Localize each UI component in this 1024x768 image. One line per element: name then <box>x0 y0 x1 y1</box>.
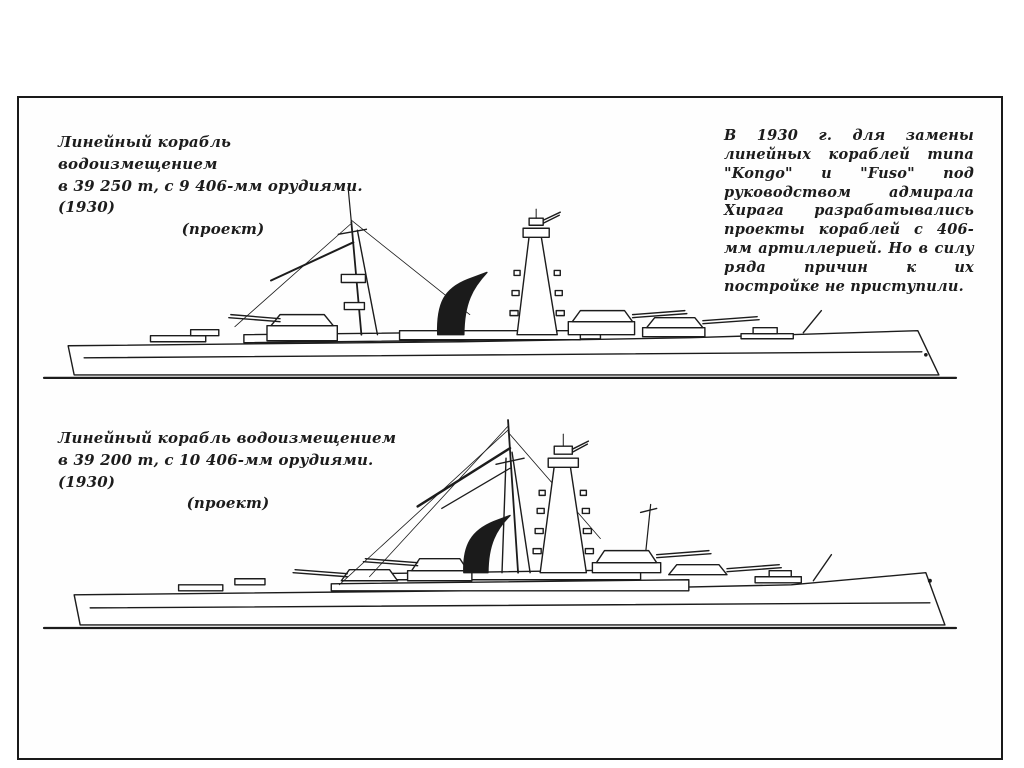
hawse-mark <box>927 578 932 583</box>
caption-ship2-line3: (проект) <box>186 494 270 513</box>
tower-bridge <box>532 433 595 574</box>
caption-ship1-line2: в 39 250 т, с 9 406-мм орудиями. (1930) <box>58 176 363 217</box>
bow-crane <box>812 553 833 582</box>
fore-turret-a <box>668 563 782 576</box>
deckhouse-aft2 <box>189 328 220 337</box>
caption-ship1-line1: Линейный корабль водоизмещением <box>58 133 232 173</box>
deckhouse-bow2 <box>752 326 778 335</box>
bow-crane <box>802 309 823 334</box>
deckhouse-aft2 <box>234 578 266 586</box>
aft-turret-d <box>362 557 473 582</box>
hawse-mark <box>924 352 928 357</box>
caption-ship2: Линейный корабль водоизмещением в 39 200… <box>58 428 398 515</box>
historical-note-paragraph: В 1930 г. для замены линейных кораблей т… <box>724 127 974 295</box>
hull-seam <box>89 602 931 609</box>
aft-turret <box>228 313 338 342</box>
deckhouse-aft <box>177 584 224 592</box>
funnel <box>463 514 511 574</box>
hull <box>67 329 940 376</box>
hull-seam <box>83 351 923 359</box>
fore-turret-b <box>591 549 712 574</box>
page-frame <box>17 96 1003 760</box>
tripod-mast <box>338 419 601 586</box>
deckhouse-bow2 <box>768 570 792 578</box>
deckhouse-aft <box>149 335 207 343</box>
deckhouse-bow <box>740 333 794 340</box>
tower-bridge <box>509 208 565 336</box>
fore-turret-b <box>567 309 688 336</box>
caption-ship1: Линейный корабль водоизмещением в 39 250… <box>58 132 388 241</box>
caption-ship2-line2: в 39 200 т, с 10 406-мм орудиями. (1930) <box>58 450 374 491</box>
tripod-mast <box>234 189 471 336</box>
deckhouse-main <box>330 579 690 592</box>
battleship-profile-figure-1 <box>42 189 958 380</box>
battleship-profile-figure-2 <box>42 419 958 630</box>
caption-ship1-line3: (проект) <box>181 220 265 238</box>
deckhouse-bow <box>754 576 803 584</box>
funnel <box>437 271 488 336</box>
caption-ship2-line1: Линейный корабль водоизмещением <box>58 429 397 447</box>
fore-turret-a <box>641 315 760 338</box>
aft-turret-c <box>292 569 399 582</box>
